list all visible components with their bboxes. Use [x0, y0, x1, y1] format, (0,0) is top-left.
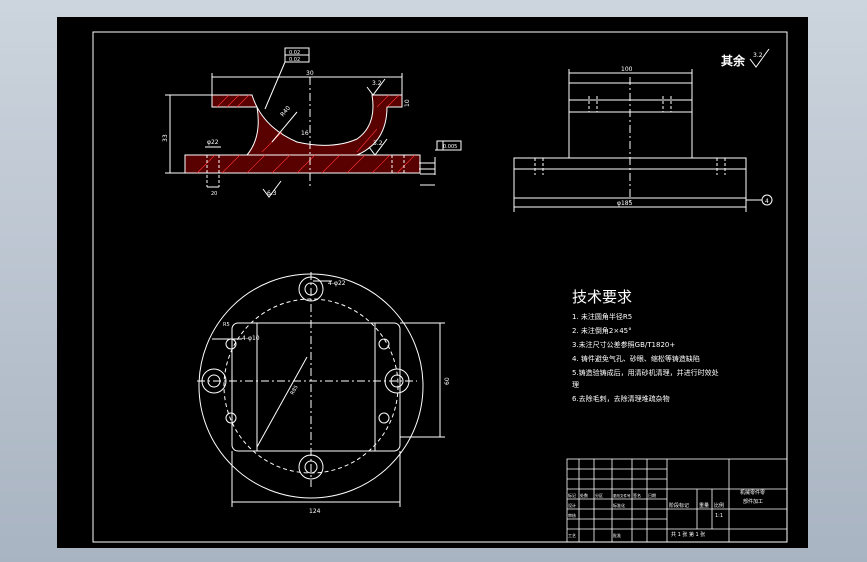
roughness-note: 其余 3.2	[721, 48, 770, 68]
std-label: 标准化	[613, 502, 625, 508]
flatness-label: 0.005	[443, 144, 457, 150]
tech-req-item: 6.去除毛刺，去除清理堆疏杂物	[572, 394, 670, 403]
corner-label: R5	[223, 322, 230, 328]
tech-req-item: 2. 未注倒角2×45°	[572, 326, 632, 335]
hole-label: φ22	[207, 139, 219, 146]
roughness-symbol-bottom	[262, 180, 282, 198]
row-label: 设计	[568, 502, 576, 508]
part-name-line-2: 部件加工	[743, 498, 763, 505]
scale-label: 比例	[714, 502, 724, 509]
part-name-line-1: 机械零件零	[740, 489, 765, 496]
title-block	[566, 458, 788, 543]
side-base-dim-label: φ185	[617, 200, 633, 207]
section-view	[165, 47, 462, 198]
hole-top-label: 4-φ22	[328, 280, 346, 287]
roughness-right-label: 3.2	[372, 80, 382, 87]
tolerance-label-2: 0.02	[289, 50, 300, 56]
section-hatch-top	[211, 94, 403, 156]
col-label: 更改文件号	[613, 493, 631, 498]
col-label: 分区	[595, 492, 603, 498]
radius-label: R40	[279, 105, 292, 119]
row-label: 工艺	[568, 533, 576, 538]
sheet-info: 共 1 张 第 1 张	[671, 531, 705, 538]
scale-value: 1:1	[715, 513, 723, 519]
hole-left-label: 4-φ10	[242, 335, 260, 342]
inner-border	[92, 31, 788, 543]
roughness-symbol-top	[366, 78, 386, 96]
col-label: 日期	[648, 492, 656, 498]
plan-boss-rect	[231, 322, 401, 452]
plan-width-dim-label: 124	[309, 508, 321, 515]
plan-height-dim-label: 60	[444, 377, 451, 385]
tech-req-item: 3.未注尺寸公差参照GB/T1820+	[572, 340, 675, 349]
bottom-dim-label: 20	[211, 191, 217, 197]
roughness-note-label: 其余	[721, 53, 746, 68]
svg-text:3.2: 3.2	[753, 52, 763, 59]
col-label: 处数	[580, 492, 588, 498]
tech-req-item: 4. 铸件避免气孔、砂眼、缩松等铸造缺陷	[572, 354, 700, 363]
col-label: 签名	[633, 492, 641, 498]
height-left-label: 33	[162, 134, 169, 142]
tech-req-title: 技术要求	[572, 288, 632, 306]
roughness-bottom-right-label: 3.2	[373, 140, 383, 147]
height-right-label: 10	[404, 99, 411, 107]
small-dim-label: 16	[301, 130, 309, 137]
stage-marks-label: 阶段标记	[669, 502, 689, 509]
cad-drawing: 其余 3.2	[92, 31, 788, 543]
tech-req-item: 5.铸造验铸成后，用清砂机清理，并进行时效处	[572, 368, 719, 377]
row-label: 审核	[568, 512, 576, 518]
drawing-sheet: 其余 3.2	[57, 17, 808, 548]
diag-label: R85	[290, 384, 300, 396]
side-callout-label: 4	[765, 198, 769, 205]
weight-label: 重量	[699, 502, 709, 509]
tech-requirements: 技术要求 1. 未注圆角半径R5 2. 未注倒角2×45° 3.未注尺寸公差参照…	[572, 288, 719, 403]
plan-view	[197, 272, 445, 507]
roughness-symbol-right	[368, 138, 388, 156]
side-top-dim-label: 100	[621, 66, 633, 73]
tech-req-item: 理	[572, 381, 579, 389]
tolerance-label-1: 0.02	[289, 57, 300, 63]
side-view	[513, 69, 773, 212]
tech-req-item: 1. 未注圆角半径R5	[572, 312, 632, 321]
roughness-bottom-label: 6.3	[267, 190, 277, 197]
section-hatch-base	[184, 154, 421, 174]
top-dim-label: 30	[306, 70, 314, 77]
row-label: 标记	[568, 492, 576, 498]
approve-label: 批准	[613, 532, 621, 538]
